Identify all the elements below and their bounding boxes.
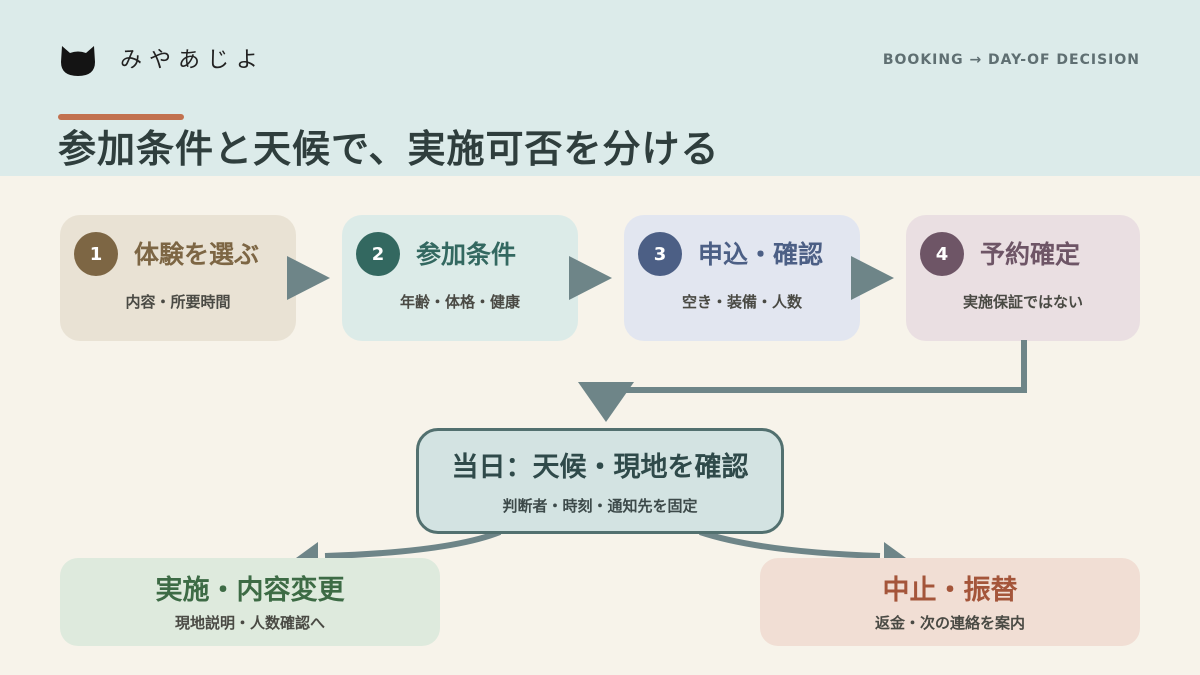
outcome-cancel-title: 中止・振替 — [882, 575, 1018, 606]
step-booking-confirmed: 4 予約確定 実施保証ではない — [906, 215, 1140, 341]
step-number-badge: 3 — [638, 232, 682, 276]
step-subtitle: 年齢・体格・健康 — [399, 293, 520, 311]
step-number-badge: 1 — [74, 232, 118, 276]
outcome-cancel-box: 中止・振替 返金・次の連絡を案内 — [760, 558, 1140, 646]
cat-icon — [61, 46, 95, 76]
step-title: 申込・確認 — [698, 240, 824, 269]
title-accent-bar — [58, 114, 184, 120]
step-subtitle: 実施保証ではない — [962, 293, 1083, 311]
step-title: 体験を選ぶ — [134, 240, 260, 269]
connector-step4-to-decision — [606, 340, 1027, 393]
decision-subtitle: 判断者・時刻・通知先を固定 — [502, 497, 698, 515]
page-title: 参加条件と天候で、実施可否を分ける — [58, 126, 720, 171]
header-band: みやあじよ BOOKING → DAY-OF DECISION 参加条件と天候で… — [0, 0, 1200, 176]
step-subtitle: 内容・所要時間 — [125, 293, 231, 311]
step-title: 予約確定 — [980, 240, 1081, 269]
step-title: 参加条件 — [416, 240, 517, 269]
step-subtitle: 空き・装備・人数 — [681, 293, 802, 311]
step-number-badge: 2 — [356, 232, 400, 276]
outcome-go-subtitle: 現地説明・人数確認へ — [174, 614, 325, 632]
connector-to-cancel — [699, 529, 881, 559]
brand-name: みやあじよ — [120, 48, 266, 73]
outcome-go-title: 実施・内容変更 — [155, 575, 345, 606]
outcome-cancel-subtitle: 返金・次の連絡を案内 — [874, 614, 1025, 632]
step-number-badge: 4 — [920, 232, 964, 276]
arrow-to-go — [296, 542, 318, 558]
outcome-go-box: 実施・内容変更 現地説明・人数確認へ — [60, 558, 440, 646]
arrow-to-cancel — [884, 542, 906, 558]
step-participation-conditions: 2 参加条件 年齢・体格・健康 — [342, 215, 578, 341]
day-of-decision-box: 当日：天候・現地を確認 判断者・時刻・通知先を固定 — [416, 428, 784, 534]
decision-title: 当日：天候・現地を確認 — [451, 452, 749, 483]
arrow-into-decision — [578, 382, 634, 422]
step-select-experience: 1 体験を選ぶ 内容・所要時間 — [60, 215, 296, 341]
section-tag: BOOKING → DAY-OF DECISION — [882, 52, 1140, 68]
step-apply-confirm: 3 申込・確認 空き・装備・人数 — [624, 215, 860, 341]
connector-to-go — [324, 529, 502, 559]
